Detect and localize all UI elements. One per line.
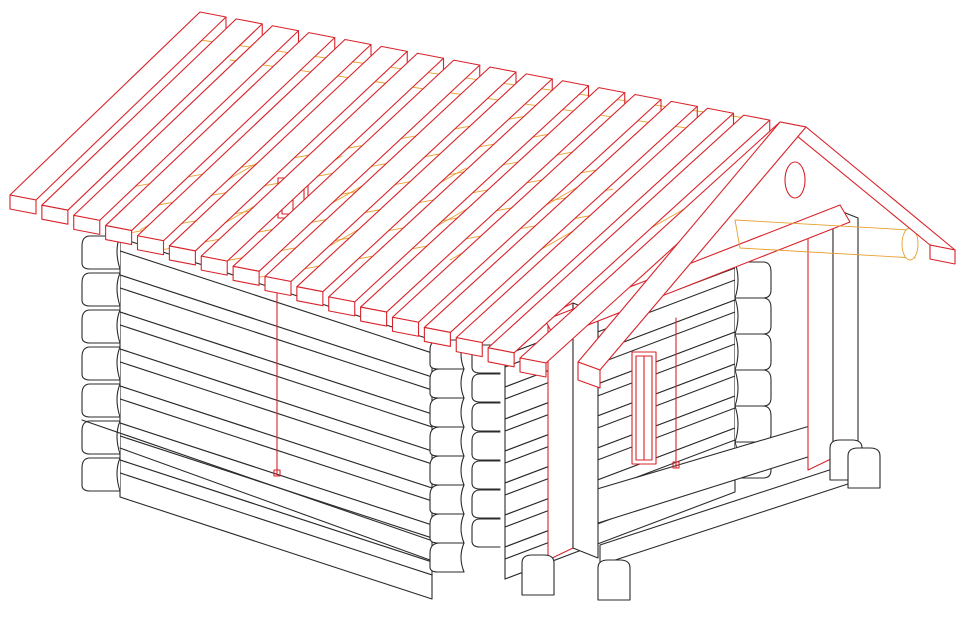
gable-rafter-right-tail (929, 244, 956, 265)
rafter-tail (136, 235, 165, 256)
corner-log-end (429, 426, 465, 457)
porch-post-side (832, 207, 859, 469)
front-wall-base-edge-lower (119, 447, 431, 561)
gable-log-end (734, 297, 772, 335)
corner-log-end (429, 542, 465, 573)
corner-log-end-rear (471, 373, 501, 403)
left-log-end (81, 383, 121, 418)
gable-wall-log-crease (504, 343, 736, 432)
corner-log-end (429, 484, 465, 515)
corner-log-end-rear (471, 402, 501, 432)
rafter-tail (391, 316, 420, 337)
corner-log-end (429, 368, 465, 399)
post-footing (847, 447, 881, 489)
left-log-notch (116, 309, 121, 344)
gable-log-notch (734, 297, 739, 335)
left-log-end (81, 272, 121, 307)
left-log-end (81, 346, 121, 381)
corner-log-end (429, 397, 465, 428)
corner-log-notch (460, 397, 465, 428)
gable-log-end (734, 261, 772, 299)
rafter-tail (487, 347, 515, 368)
left-log-notch (116, 272, 121, 307)
post-footing (521, 554, 555, 596)
gable-log-end (734, 369, 772, 407)
gable-log-end (734, 333, 772, 371)
corner-log-end (429, 513, 465, 544)
porch-post-face (807, 207, 834, 471)
gable-wall-log-crease (504, 375, 736, 464)
front-wall-log-crease (119, 398, 433, 502)
gable-wall-log-crease (504, 407, 736, 496)
gable-log-notch (734, 369, 739, 407)
roof-rafters (9, 11, 956, 389)
rafter-tail (232, 265, 260, 286)
left-log-end (81, 420, 121, 455)
corner-log-notch (460, 368, 465, 399)
front-wall-log-crease (119, 324, 433, 428)
rafter-tail (9, 194, 37, 215)
ridge-log-end (784, 161, 806, 199)
corner-log-end-rear (471, 460, 501, 490)
post-foot-marker (273, 469, 281, 477)
gable-rafter-left-tail (577, 361, 601, 389)
gable-log-end (734, 405, 772, 443)
rafter-tail (41, 204, 69, 225)
corner-log-end-rear (471, 431, 501, 461)
rafter-tail (423, 326, 451, 347)
left-log-end (81, 309, 121, 344)
corner-log-end (429, 455, 465, 486)
rafter-tail (455, 337, 483, 358)
rafter-tail (360, 306, 388, 327)
porch-post-side (572, 302, 599, 559)
corner-log-notch (460, 426, 465, 457)
corner-log-notch (460, 484, 465, 515)
left-log-notch (116, 420, 121, 455)
left-log-notch (116, 383, 121, 418)
left-log-notch (116, 346, 121, 381)
left-log-end (81, 457, 121, 492)
rafter-tail (73, 214, 101, 235)
front-wall-log-crease (119, 250, 433, 354)
post-foot-marker (672, 461, 680, 469)
corner-log-end-rear (471, 518, 501, 548)
rafter-tail (328, 296, 356, 317)
front-wall-base-edge (81, 419, 431, 541)
corner-log-notch (460, 455, 465, 486)
left-log-end (81, 235, 121, 270)
post-footing (597, 559, 631, 601)
front-wall-log-crease (119, 472, 433, 576)
rafter-tail (105, 225, 133, 246)
rafter-tail (264, 275, 292, 297)
gable-log-notch (734, 405, 739, 443)
front-wall-log-crease (119, 287, 433, 391)
porch-tie-beam (734, 219, 916, 259)
corner-log-notch (460, 542, 465, 573)
rafter-tail (519, 357, 547, 378)
corner-log-notch (460, 513, 465, 544)
front-wall-log-crease (119, 361, 433, 465)
rafter-tail (200, 255, 228, 276)
gable-log-notch (734, 333, 739, 371)
rafter-tail (296, 286, 324, 307)
corner-log-end-rear (471, 489, 501, 519)
rafter-tail (168, 245, 196, 266)
left-log-notch (116, 457, 121, 492)
gable-wall-log-crease (504, 311, 736, 400)
